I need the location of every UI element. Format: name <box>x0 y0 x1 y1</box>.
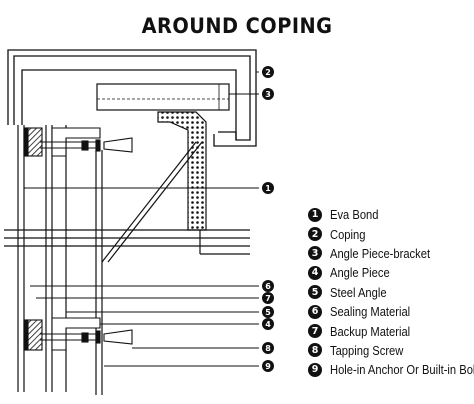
callout-1: 1 <box>262 182 274 194</box>
angle-piece-bracket <box>96 83 230 111</box>
diagram-title: AROUND COPING <box>141 14 333 38</box>
legend-label: Angle Piece-bracket <box>330 245 431 261</box>
legend-label: Hole-in Anchor Or Built-in Bolt <box>330 362 474 378</box>
eva-bond-insulation <box>157 111 207 231</box>
callout-5: 5 <box>262 306 274 318</box>
callout-9: 9 <box>262 360 274 372</box>
callout-3: 3 <box>262 88 274 100</box>
legend-label: Eva Bond <box>330 207 379 223</box>
lower-fastener <box>23 317 133 351</box>
legend-label: Steel Angle <box>330 284 387 300</box>
legend-label: Angle Piece <box>330 265 390 281</box>
legend-label: Sealing Material <box>330 304 411 320</box>
upper-fastener <box>23 127 133 157</box>
coping-profile <box>13 55 251 141</box>
legend-label: Tapping Screw <box>330 342 404 358</box>
callout-4: 4 <box>262 318 274 330</box>
callout-6: 6 <box>262 280 274 292</box>
legend-label: Coping <box>330 226 366 242</box>
callout-8: 8 <box>262 342 274 354</box>
callout-7: 7 <box>262 292 274 304</box>
callout-2: 2 <box>262 66 274 78</box>
legend-label: Backup Material <box>330 323 411 339</box>
